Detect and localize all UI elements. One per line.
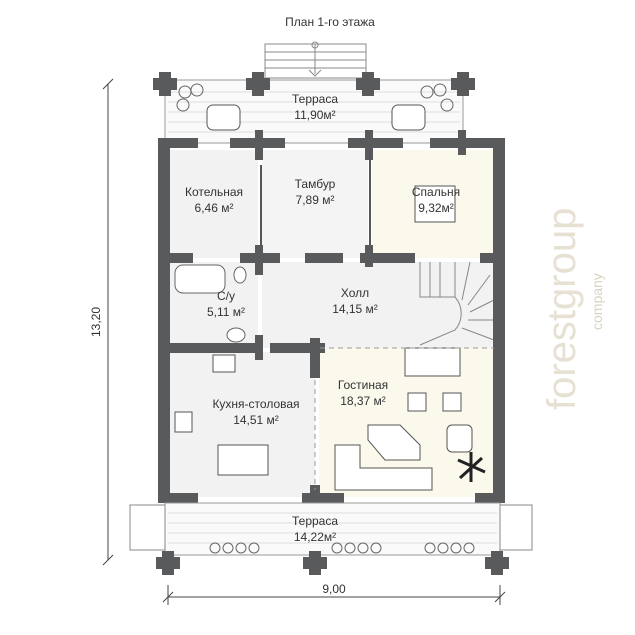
room-name: Кухня-столовая	[212, 397, 299, 411]
armchair	[446, 424, 473, 453]
dimension-height: 13,20	[89, 307, 103, 337]
corner-sofa	[334, 444, 433, 491]
room-tambur	[262, 150, 368, 258]
armchair	[391, 104, 426, 131]
plant-icon	[457, 452, 486, 482]
sink	[226, 327, 246, 343]
dimension-line-height	[102, 78, 114, 566]
room-name: С/у	[217, 289, 235, 303]
watermark-sub: company	[589, 273, 605, 330]
room-area: 18,37 м²	[340, 394, 386, 408]
room-area: 14,51 м²	[233, 413, 279, 427]
plant-icon	[176, 83, 454, 112]
entry-stairs-top	[264, 41, 367, 79]
dimension-line-width	[162, 585, 506, 605]
dimension-width: 9,00	[322, 582, 346, 596]
plant-icon	[209, 542, 475, 554]
terrace-posts	[153, 72, 475, 96]
armchair	[206, 104, 241, 131]
room-name: Гостиная	[338, 378, 388, 392]
bed	[414, 185, 456, 223]
room-area: 9,32м²	[418, 201, 454, 215]
room-hall	[262, 262, 494, 348]
room-area: 14,22м²	[294, 530, 336, 544]
room-area: 5,11 м²	[207, 305, 245, 319]
dining-table	[217, 444, 269, 476]
room-name: Тамбур	[295, 177, 336, 191]
watermark: forestgroup	[540, 208, 584, 410]
room-kotelnaya	[170, 150, 258, 258]
fireplace	[404, 347, 461, 377]
bathtub	[174, 264, 226, 294]
armchair	[442, 392, 462, 412]
room-area: 14,15 м²	[332, 302, 378, 316]
room-area: 7,89 м²	[296, 193, 335, 207]
room-name: Терраса	[292, 92, 338, 106]
coffee-table	[367, 424, 421, 461]
side-stairs	[129, 504, 533, 551]
walls	[158, 130, 505, 510]
plan-title: План 1-го этажа	[285, 15, 375, 29]
room-name: Холл	[341, 286, 369, 300]
terrace-bottom-boards	[168, 512, 497, 544]
toilet	[233, 266, 247, 284]
staircase	[419, 261, 495, 346]
terrace-posts	[156, 551, 509, 575]
room-name: Терраса	[292, 514, 338, 528]
room-name: Спальня	[412, 185, 460, 199]
room-name: Котельная	[185, 185, 243, 199]
kitchen-sink	[174, 411, 193, 433]
stove	[212, 354, 236, 373]
armchair	[407, 392, 427, 412]
room-area: 6,46 м²	[195, 201, 234, 215]
room-area: 11,90м²	[294, 108, 335, 122]
